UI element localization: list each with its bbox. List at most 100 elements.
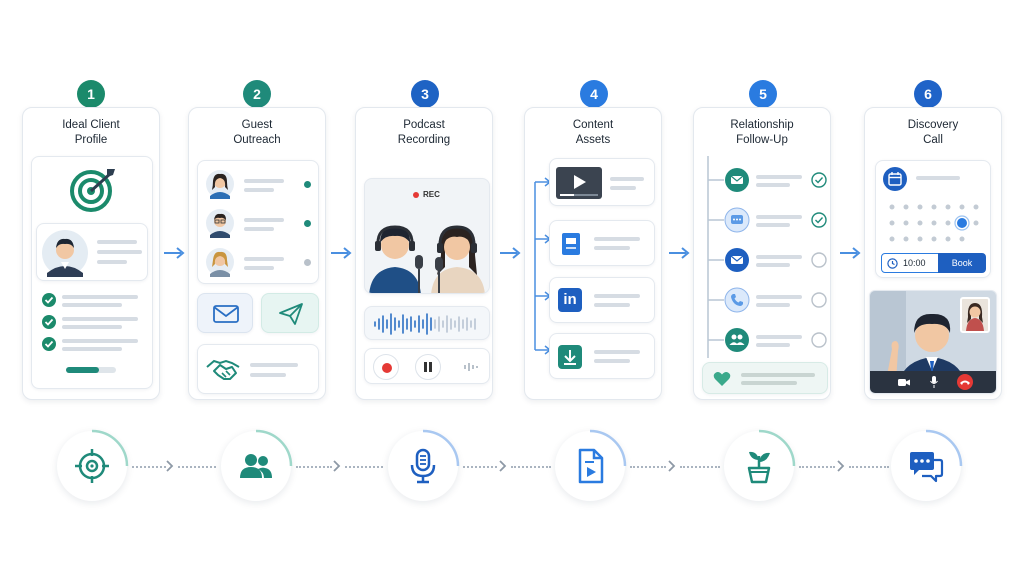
time-value: 10:00 <box>903 258 926 268</box>
mail-icon <box>725 168 749 192</box>
status-dot <box>304 220 311 227</box>
handshake-icon <box>206 359 240 380</box>
waveform-panel <box>364 306 490 340</box>
chevron-right-icon <box>837 460 845 472</box>
mail-icon <box>213 305 239 323</box>
caller-video <box>870 291 996 393</box>
document-icon <box>562 233 580 255</box>
crosshair-icon <box>75 449 109 483</box>
time-selector[interactable]: 10:00 <box>881 253 939 273</box>
dotted-connector <box>849 466 889 468</box>
bottom-icon-microphone <box>388 429 460 501</box>
bottom-icon-chat <box>891 429 963 501</box>
check-circle-icon <box>811 172 827 188</box>
guest-list <box>197 160 319 284</box>
arrow-right-icon <box>331 247 352 259</box>
check-icon <box>42 293 56 307</box>
hangup-button[interactable] <box>957 374 973 390</box>
plant-icon <box>747 451 771 484</box>
empty-circle-icon <box>811 332 827 348</box>
bottom-icon-users <box>221 429 293 501</box>
pause-button[interactable] <box>415 354 441 380</box>
audio-level-icon <box>464 363 478 371</box>
step-number-2: 2 <box>243 80 271 108</box>
send-button[interactable] <box>261 293 319 333</box>
chat-icon <box>724 207 750 233</box>
avatar <box>206 248 234 277</box>
target-icon <box>70 169 115 212</box>
bottom-icon-plant <box>724 429 796 501</box>
camera-icon[interactable] <box>898 378 910 387</box>
client-card <box>36 223 148 281</box>
progress-bar <box>66 367 116 373</box>
empty-circle-icon <box>811 292 827 308</box>
arrow-right-icon <box>669 247 690 259</box>
people-icon <box>725 328 749 352</box>
timeline <box>707 156 802 358</box>
recording-controls <box>364 348 490 384</box>
video-call <box>869 290 997 394</box>
pause-icon <box>424 362 432 372</box>
heart-icon <box>713 372 731 386</box>
asset-linkedin[interactable]: in <box>549 277 655 323</box>
dotted-connector <box>296 466 332 468</box>
bottom-icon-file-play <box>555 429 627 501</box>
handshake-panel <box>197 344 319 394</box>
record-dot-icon <box>413 191 419 198</box>
rec-indicator: REC <box>413 190 440 199</box>
check-icon <box>42 315 56 329</box>
download-icon <box>558 345 582 369</box>
video-icon <box>556 167 602 199</box>
mic-icon[interactable] <box>930 376 938 388</box>
arrow-right-icon <box>840 247 861 259</box>
record-button[interactable] <box>373 354 399 380</box>
call-controls-bar <box>870 371 996 393</box>
asset-document[interactable] <box>549 220 655 266</box>
linkedin-icon: in <box>558 288 582 312</box>
recording-scene: REC <box>364 178 490 294</box>
chevron-right-icon <box>668 460 676 472</box>
chevron-right-icon <box>166 460 174 472</box>
chat-bubbles-icon <box>910 452 944 483</box>
asset-download[interactable] <box>549 333 655 379</box>
book-button[interactable]: Book <box>938 253 986 273</box>
hangup-icon <box>960 380 970 385</box>
avatar <box>42 230 88 277</box>
chevron-right-icon <box>333 460 341 472</box>
avatar <box>966 303 984 331</box>
step-number-3: 3 <box>411 80 439 108</box>
avatar <box>206 170 234 199</box>
self-view <box>960 297 990 333</box>
dotted-connector <box>345 466 383 468</box>
step-number-6: 6 <box>914 80 942 108</box>
arrow-right-icon <box>500 247 521 259</box>
asset-video[interactable] <box>549 158 655 206</box>
arrow-right-icon <box>164 247 185 259</box>
clock-icon <box>887 258 898 269</box>
profile-panel <box>31 156 153 389</box>
step-number-5: 5 <box>749 80 777 108</box>
empty-circle-icon <box>811 252 827 268</box>
send-icon <box>279 303 303 325</box>
step-number-1: 1 <box>77 80 105 108</box>
check-circle-icon <box>811 212 827 228</box>
calendar-icon <box>883 167 907 191</box>
mail-icon <box>725 248 749 272</box>
users-icon <box>240 454 272 478</box>
dotted-connector <box>463 466 497 468</box>
file-play-icon <box>578 448 604 484</box>
email-button[interactable] <box>197 293 253 333</box>
dotted-connector <box>680 466 720 468</box>
dotted-connector <box>630 466 666 468</box>
